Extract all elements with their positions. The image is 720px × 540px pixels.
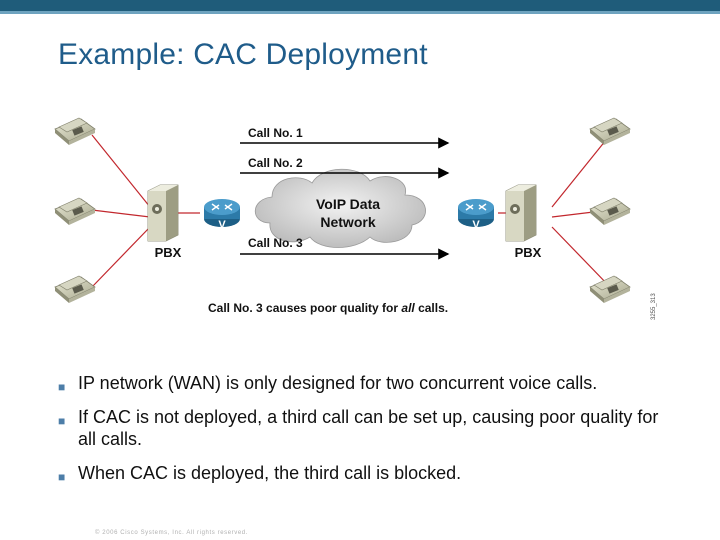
left-phone-2-icon xyxy=(54,197,96,226)
right-router-glyph: V xyxy=(472,219,480,231)
figure-id: 3255_313 xyxy=(651,293,657,320)
right-phone-3-icon xyxy=(589,275,631,304)
cloud-label-line2: Network xyxy=(320,214,375,230)
call-2-label: Call No. 2 xyxy=(248,156,303,170)
right-pbx-icon xyxy=(505,184,537,242)
left-pbx-icon xyxy=(147,184,179,242)
diagram-caption: Call No. 3 causes poor quality for all c… xyxy=(208,301,448,315)
caption-italic: all xyxy=(401,301,415,315)
right-phone-1-icon xyxy=(589,117,631,146)
call-1-label: Call No. 1 xyxy=(248,126,303,140)
caption-suffix: calls. xyxy=(415,301,448,315)
call-3-label: Call No. 3 xyxy=(248,236,303,250)
right-phone-2-icon xyxy=(589,197,631,226)
cloud-icon xyxy=(254,168,426,248)
square-bullet-icon: ■ xyxy=(58,414,66,428)
left-links xyxy=(91,134,151,288)
bullet-text: If CAC is not deployed, a third call can… xyxy=(78,407,659,449)
right-pbx-label: PBX xyxy=(515,245,542,260)
bullet-item: ■ If CAC is not deployed, a third call c… xyxy=(58,406,678,450)
bullet-text: IP network (WAN) is only designed for tw… xyxy=(78,373,598,393)
top-banner xyxy=(0,0,720,14)
bullet-item: ■ IP network (WAN) is only designed for … xyxy=(58,372,678,394)
bullet-list: ■ IP network (WAN) is only designed for … xyxy=(58,372,678,496)
left-phone-3-icon xyxy=(54,275,96,304)
bullet-text: When CAC is deployed, the third call is … xyxy=(78,463,462,483)
call-arrows xyxy=(240,137,450,260)
square-bullet-icon: ■ xyxy=(58,380,66,394)
left-phone-1-icon xyxy=(54,117,96,146)
square-bullet-icon: ■ xyxy=(58,470,66,484)
left-router-glyph: V xyxy=(218,219,226,231)
copyright-footer: © 2006 Cisco Systems, Inc. All rights re… xyxy=(95,530,249,536)
slide-title: Example: CAC Deployment xyxy=(58,38,428,71)
cac-diagram: VoIP Data Network PBX PBX V V Call No. 1… xyxy=(54,117,657,320)
bullet-item: ■ When CAC is deployed, the third call i… xyxy=(58,462,678,484)
cloud-label-line1: VoIP Data xyxy=(316,196,380,212)
left-pbx-label: PBX xyxy=(155,245,182,260)
caption-prefix: Call No. 3 causes poor quality for xyxy=(208,301,401,315)
